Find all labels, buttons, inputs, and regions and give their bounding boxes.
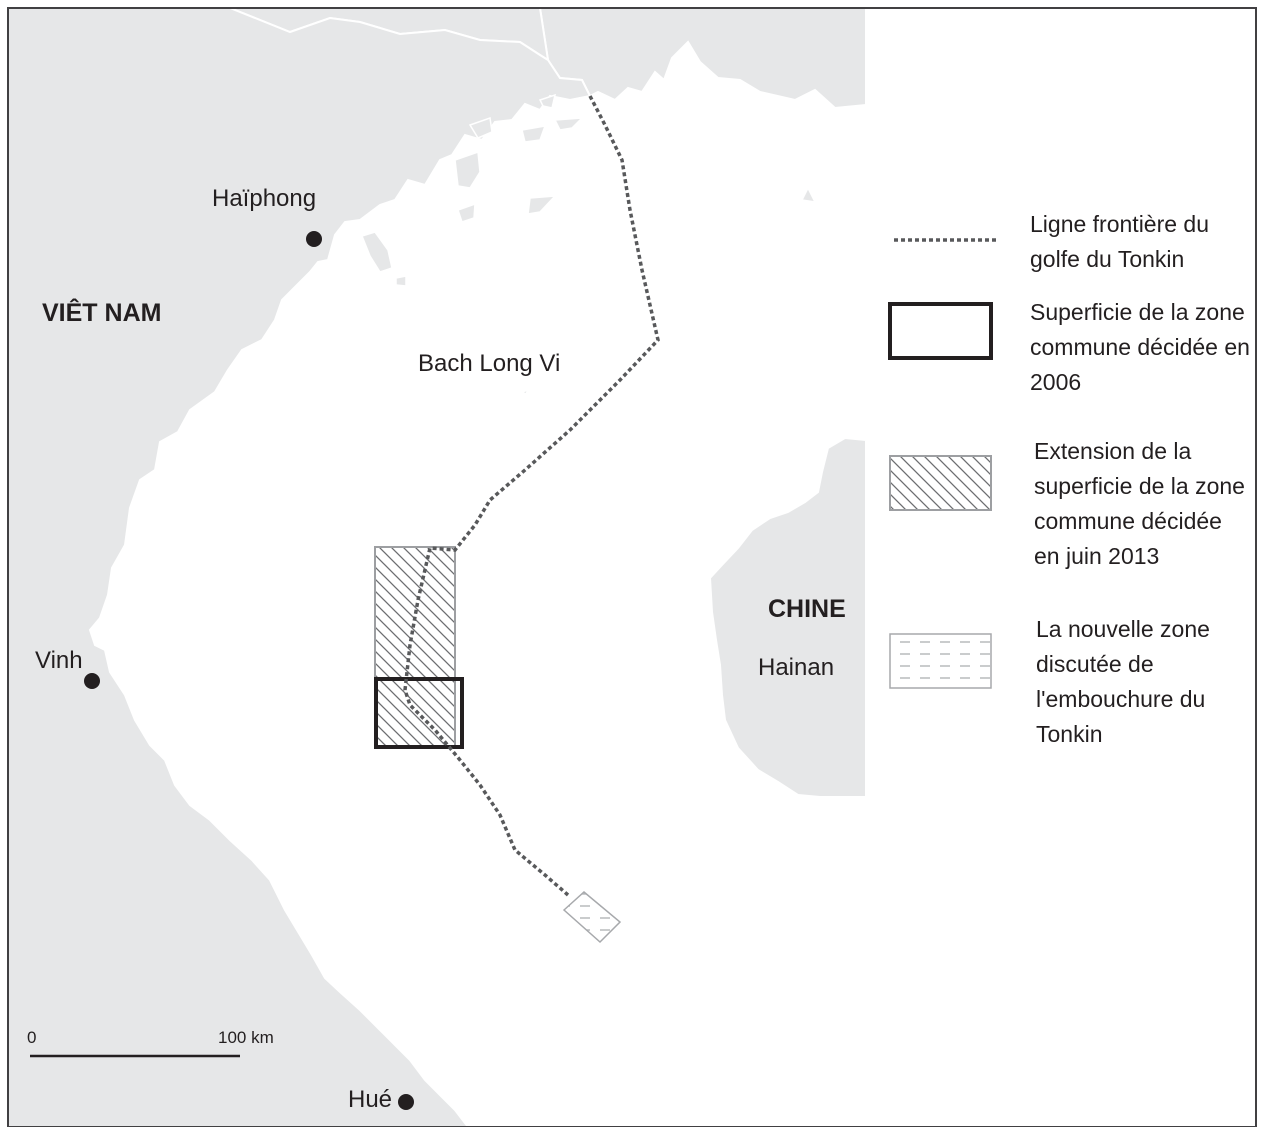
scale-start-label: 0 (27, 1028, 36, 1047)
legend-zone-2013-line-3: commune décidée (1034, 508, 1222, 534)
scale-end-label: 100 km (218, 1028, 274, 1047)
vietnam-mainland (8, 8, 592, 1127)
legend-zone-new-line-4: Tonkin (1036, 721, 1102, 747)
legend-zone-2006-line-2: commune décidée en (1030, 334, 1250, 360)
legend-zone-2013-line-2: superficie de la zone (1034, 473, 1245, 499)
haiphong-dot (306, 231, 322, 247)
zone-2013-extension (374, 546, 456, 748)
map-frame (7, 7, 1257, 1127)
legend-border-line-line-2: golfe du Tonkin (1030, 246, 1184, 272)
label-bach-long-vi: Bach Long Vi (418, 350, 560, 377)
legend-zone-new-text: La nouvelle zone discutée de l'embouchur… (1036, 616, 1216, 747)
legend-zone-2006-line-3: 2006 (1030, 369, 1081, 395)
legend-zone-new-line-1: La nouvelle zone (1036, 616, 1210, 642)
legend-zone-2013-symbol (889, 455, 992, 511)
zone-2006-outline (374, 677, 464, 749)
label-china: CHINE (768, 595, 846, 623)
legend-zone-2006-text: Superficie de la zone commune décidée en… (1030, 299, 1256, 395)
legend-zone-2013-line-1: Extension de la (1034, 438, 1191, 464)
legend-border-line-line-1: Ligne frontière du (1030, 211, 1209, 237)
legend-zone-2013-line-4: en juin 2013 (1034, 543, 1159, 569)
legend-zone-new-line-3: l'embouchure du (1036, 686, 1205, 712)
label-hue: Hué (348, 1086, 392, 1113)
hainan-island (708, 436, 867, 798)
scale-bar: 0 100 km (27, 1028, 274, 1058)
hue-dot (398, 1094, 414, 1110)
label-hainan: Hainan (758, 654, 834, 681)
legend: Ligne frontière du golfe du Tonkin Super… (888, 211, 1256, 747)
legend-zone-2006-line-1: Superficie de la zone (1030, 299, 1245, 325)
legend-border-line-text: Ligne frontière du golfe du Tonkin (1030, 211, 1215, 272)
legend-zone-new-symbol (889, 633, 992, 689)
vinh-dot (84, 673, 100, 689)
zone-new-discussed (562, 891, 622, 944)
legend-zone-2013-text: Extension de la superficie de la zone co… (1034, 438, 1251, 569)
gulf-border-line (403, 95, 660, 897)
label-haiphong: Haïphong (212, 185, 316, 212)
label-vietnam: VIÊT NAM (42, 297, 161, 327)
legend-zone-2006-symbol (888, 302, 993, 360)
label-vinh: Vinh (35, 647, 83, 674)
legend-zone-new-line-2: discutée de (1036, 651, 1154, 677)
islands (361, 93, 817, 396)
